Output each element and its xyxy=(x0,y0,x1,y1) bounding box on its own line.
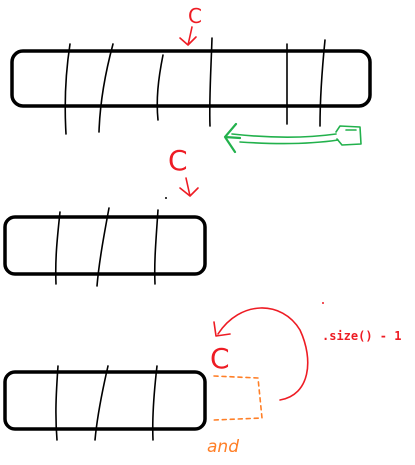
size-expression: .size() - 1 xyxy=(322,329,401,343)
array-middle-divider xyxy=(54,211,61,285)
array-top-divider xyxy=(98,43,114,133)
array-top-divider xyxy=(208,37,213,127)
ghost-slot xyxy=(213,375,263,421)
array-bottom-outline xyxy=(3,370,207,431)
array-middle-outline xyxy=(3,215,207,276)
array-top-outline xyxy=(10,49,372,108)
cursor-top: C xyxy=(179,4,202,46)
pointer-tip xyxy=(223,122,242,154)
array-bottom-divider xyxy=(151,365,158,441)
array-middle-divider xyxy=(153,209,159,285)
curved-arrow-icon xyxy=(213,307,309,401)
cursor-label-bottom: C xyxy=(210,342,230,375)
pointer-hand xyxy=(335,125,362,146)
ink-dot xyxy=(322,302,324,304)
array-top-divider xyxy=(64,43,71,135)
and-label: and xyxy=(207,437,239,457)
hand-pointer-icon xyxy=(223,122,362,154)
down-arrow-icon xyxy=(179,26,197,46)
pointer-arm xyxy=(239,139,339,145)
array-bottom xyxy=(3,365,207,441)
array-middle-divider xyxy=(96,207,110,287)
cursor-label-top: C xyxy=(188,4,202,28)
array-top xyxy=(10,37,372,135)
ink-dot xyxy=(165,197,167,199)
array-bottom-divider xyxy=(55,365,59,441)
cursor-label-middle: C xyxy=(168,144,188,177)
array-middle xyxy=(3,207,207,287)
pointer-arm xyxy=(231,133,337,138)
cursor-middle: C xyxy=(165,144,199,199)
array-top-divider xyxy=(319,39,326,127)
array-top-divider xyxy=(156,54,164,121)
down-arrow-icon xyxy=(179,177,199,197)
array-bottom-divider xyxy=(94,365,109,441)
